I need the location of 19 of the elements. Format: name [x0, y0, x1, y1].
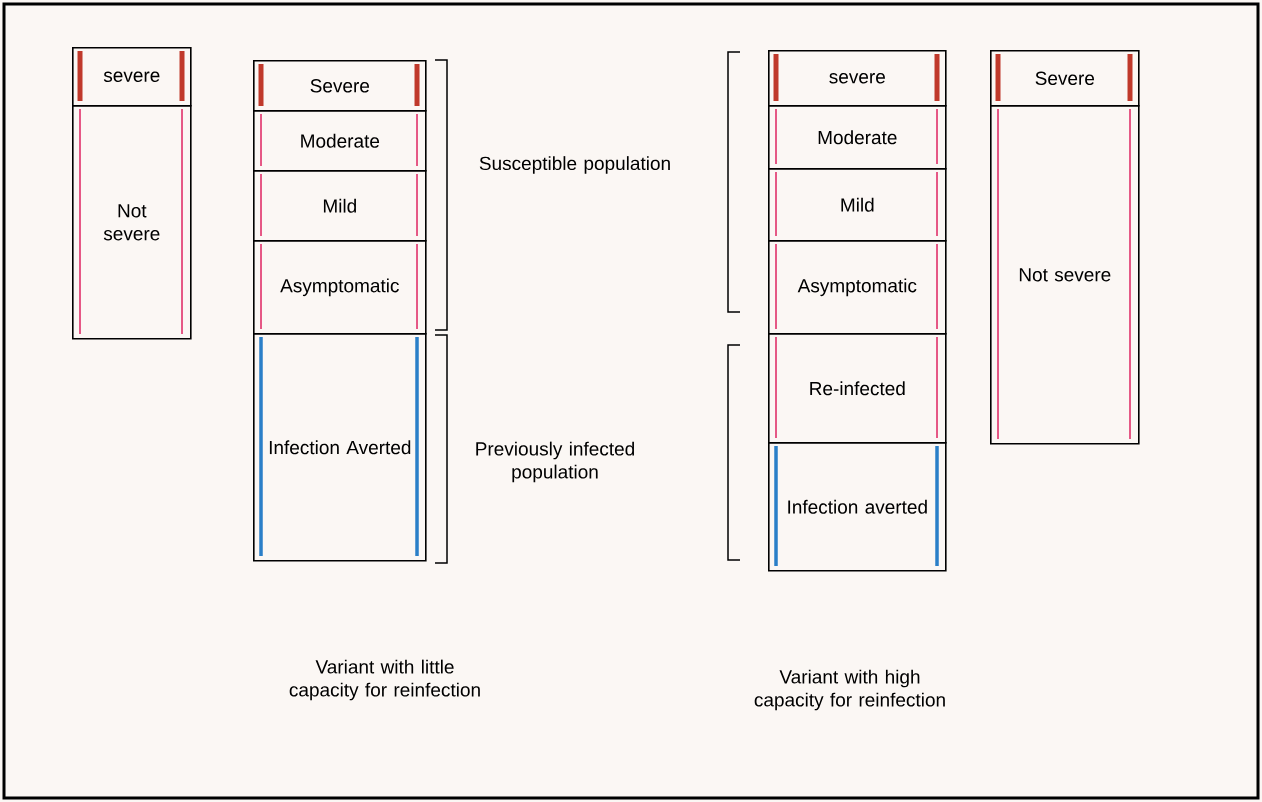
table-cell: severe	[768, 50, 947, 107]
label-text: Variant with little capacity for reinfection	[289, 659, 480, 701]
table-cell: Asymptomatic	[768, 240, 947, 335]
label-text: Susceptible population	[479, 156, 670, 174]
table-cell: Severe	[990, 50, 1140, 107]
label-text: Previously infected population	[476, 441, 634, 483]
table-cell: Re-infected	[768, 333, 947, 444]
table-cell: Moderate	[768, 105, 947, 170]
table-cell: Mild	[253, 170, 427, 242]
table-cell: Asymptomatic	[253, 240, 427, 335]
table-cell: Mild	[768, 168, 947, 242]
table-cell: Infection Averted	[253, 333, 427, 562]
table-cell: Severe	[253, 60, 427, 112]
label-text: Variant with high capacity for reinfection	[754, 669, 945, 711]
table-cell: Moderate	[253, 110, 427, 172]
table-cell: Not severe	[990, 105, 1140, 445]
table-cell: severe	[72, 47, 192, 107]
table-cell: Not severe	[72, 105, 192, 340]
table-cell: Infection averted	[768, 442, 947, 572]
